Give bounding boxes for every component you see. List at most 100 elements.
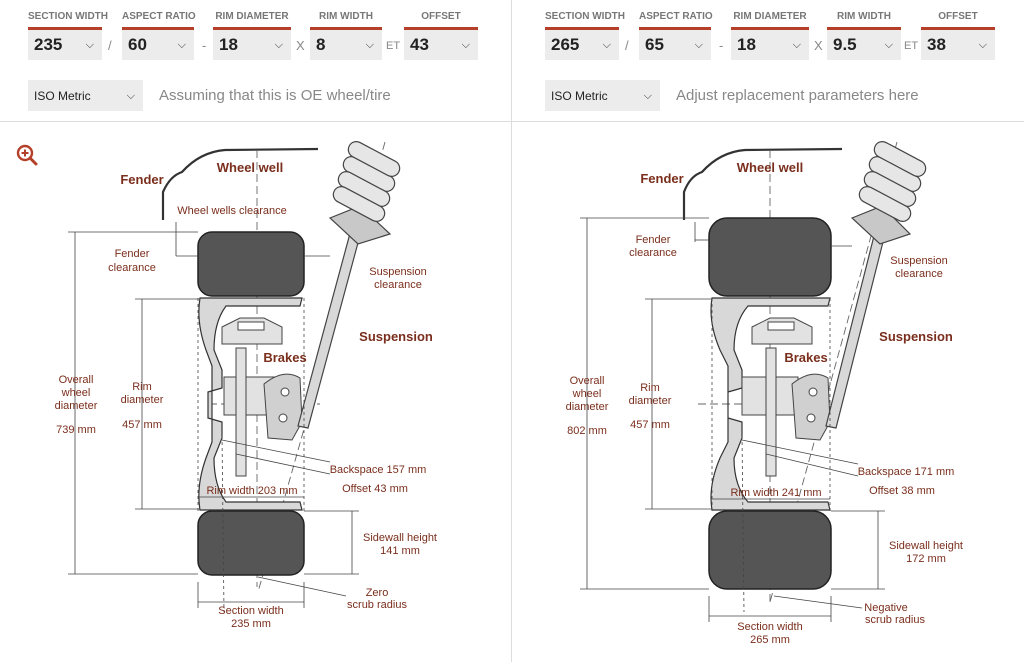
header-divider <box>0 121 1024 122</box>
tire-bottom <box>708 510 832 590</box>
svg-text:diameter: diameter <box>55 400 98 412</box>
svg-text:Rim: Rim <box>640 382 660 394</box>
rim-profile <box>198 297 303 511</box>
fender-label: Fender <box>120 172 163 187</box>
separator-dash: - <box>719 38 724 53</box>
svg-text:Fender: Fender <box>636 234 671 246</box>
rim-width-select[interactable]: 9.5 ⌵ <box>827 27 901 60</box>
offset-select[interactable]: 43 ⌵ <box>404 27 478 60</box>
brakes-label: Brakes <box>263 350 306 365</box>
chevron-down-icon: ⌵ <box>274 39 283 51</box>
rim-width-select[interactable]: 8 ⌵ <box>310 27 382 60</box>
suspension-label: Suspension <box>879 329 953 344</box>
svg-text:Overall: Overall <box>59 374 94 386</box>
svg-text:scrub radius: scrub radius <box>347 599 407 611</box>
svg-text:wheel: wheel <box>61 387 91 399</box>
svg-text:clearance: clearance <box>108 262 156 274</box>
separator-dash: - <box>202 38 207 53</box>
backspace-label: Backspace 171 mm <box>858 466 955 478</box>
scrub-radius-type: Zero <box>366 587 389 599</box>
rim-diameter-select[interactable]: 18 ⌵ <box>213 27 291 60</box>
label-offset: OFFSET <box>938 11 978 22</box>
label-rim-diameter: RIM DIAMETER <box>733 11 807 22</box>
section-width-select[interactable]: 265 ⌵ <box>545 27 619 60</box>
svg-text:wheel: wheel <box>572 388 602 400</box>
chevron-down-icon: ⌵ <box>884 39 893 51</box>
section-width-value: 265 mm <box>750 634 790 646</box>
svg-text:Section width: Section width <box>218 605 283 617</box>
section-width-select[interactable]: 235 ⌵ <box>28 27 102 60</box>
svg-text:diameter: diameter <box>566 401 609 413</box>
rim-diameter-value: 457 mm <box>122 419 162 431</box>
svg-text:clearance: clearance <box>629 247 677 259</box>
svg-text:Rim: Rim <box>132 381 152 393</box>
backspace-label: Backspace 157 mm <box>330 464 427 476</box>
left-wheel-diagram: Fender Wheel well Wheel wells clearance … <box>55 141 437 630</box>
svg-text:Fender: Fender <box>115 248 150 260</box>
aspect-ratio-value: 65 <box>645 35 664 54</box>
right-wheel-diagram: Fender Wheel well Fender clearance Suspe… <box>566 141 963 646</box>
svg-text:Sidewall height: Sidewall height <box>363 532 437 544</box>
chevron-down-icon: ⌵ <box>694 39 703 51</box>
label-rim-diameter: RIM DIAMETER <box>215 11 289 22</box>
sidewall-height-value: 141 mm <box>380 545 420 557</box>
label-rim-width: RIM WIDTH <box>319 11 373 22</box>
label-aspect-ratio: ASPECT RATIO <box>122 11 196 22</box>
wheel-well-label: Wheel well <box>217 160 283 175</box>
rim-width-value: 9.5 <box>833 35 857 54</box>
chevron-down-icon: ⌵ <box>177 39 186 51</box>
panel-divider <box>511 0 512 662</box>
aspect-ratio-select[interactable]: 65 ⌵ <box>639 27 711 60</box>
separator-slash: / <box>108 38 112 53</box>
tire-top <box>708 217 832 297</box>
suspension-label: Suspension <box>359 329 433 344</box>
wheel-well-label: Wheel well <box>737 160 803 175</box>
unit-select[interactable]: ISO Metric ⌵ <box>545 80 660 111</box>
rim-width-label: Rim width 203 mm <box>206 485 297 497</box>
unit-value: ISO Metric <box>34 89 91 103</box>
chevron-down-icon: ⌵ <box>461 39 470 51</box>
label-aspect-ratio: ASPECT RATIO <box>639 11 713 22</box>
offset-select[interactable]: 38 ⌵ <box>921 27 995 60</box>
oe-hint: Assuming that this is OE wheel/tire <box>159 87 391 104</box>
svg-text:clearance: clearance <box>374 279 422 291</box>
rim-width-value: 8 <box>316 35 326 54</box>
chevron-down-icon: ⌵ <box>792 39 801 51</box>
rim-profile <box>710 297 831 511</box>
separator-et: ET <box>904 40 919 52</box>
sidewall-height-value: 172 mm <box>906 553 946 565</box>
unit-select[interactable]: ISO Metric ⌵ <box>28 80 143 111</box>
aspect-ratio-select[interactable]: 60 ⌵ <box>122 27 194 60</box>
svg-text:diameter: diameter <box>629 395 672 407</box>
offset-label: Offset 43 mm <box>342 483 408 495</box>
rim-diameter-value: 457 mm <box>630 419 670 431</box>
chevron-down-icon: ⌵ <box>365 39 374 51</box>
svg-text:clearance: clearance <box>895 268 943 280</box>
label-section-width: SECTION WIDTH <box>28 11 108 22</box>
svg-text:Overall: Overall <box>570 375 605 387</box>
rim-diameter-value: 18 <box>219 35 238 54</box>
aspect-ratio-value: 60 <box>128 35 147 54</box>
chevron-down-icon: ⌵ <box>643 90 652 102</box>
zoom-in-icon[interactable] <box>16 144 38 171</box>
section-width-value: 265 <box>551 35 580 54</box>
label-section-width: SECTION WIDTH <box>545 11 625 22</box>
unit-value: ISO Metric <box>551 89 608 103</box>
scrub-radius-type: Negative <box>864 602 907 614</box>
svg-text:scrub radius: scrub radius <box>865 614 925 626</box>
chevron-down-icon: ⌵ <box>978 39 987 51</box>
section-width-value: 235 mm <box>231 618 271 630</box>
svg-text:Section width: Section width <box>737 621 802 633</box>
offset-value: 43 <box>410 35 429 54</box>
rim-width-label: Rim width 241 mm <box>730 487 821 499</box>
separator-et: ET <box>386 40 401 52</box>
rim-diameter-value: 18 <box>737 35 756 54</box>
rim-diameter-select[interactable]: 18 ⌵ <box>731 27 809 60</box>
svg-text:Suspension: Suspension <box>890 255 948 267</box>
tire-bottom <box>197 510 305 576</box>
separator-x: X <box>296 38 305 53</box>
svg-text:Suspension: Suspension <box>369 266 427 278</box>
overall-diameter-value: 739 mm <box>56 424 96 436</box>
overall-diameter-value: 802 mm <box>567 425 607 437</box>
chevron-down-icon: ⌵ <box>602 39 611 51</box>
